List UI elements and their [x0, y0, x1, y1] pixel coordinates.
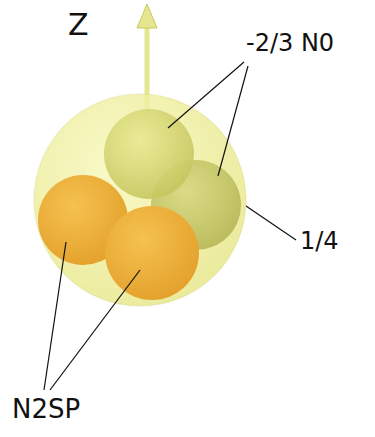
leader-line	[246, 206, 296, 240]
z-axis-head	[137, 4, 157, 28]
leader-line	[50, 270, 140, 390]
outer-sphere	[34, 94, 246, 306]
outer-sphere-shell	[34, 94, 246, 306]
leader-line	[168, 62, 244, 128]
callout-label: 1/4	[300, 228, 339, 254]
leader-line	[44, 242, 66, 390]
leader-lines	[44, 62, 296, 390]
callout-label: -2/3 N0	[246, 30, 334, 56]
axis-label: Z	[68, 8, 89, 41]
leader-line	[218, 66, 248, 176]
callout-label: N2SP	[12, 395, 80, 424]
